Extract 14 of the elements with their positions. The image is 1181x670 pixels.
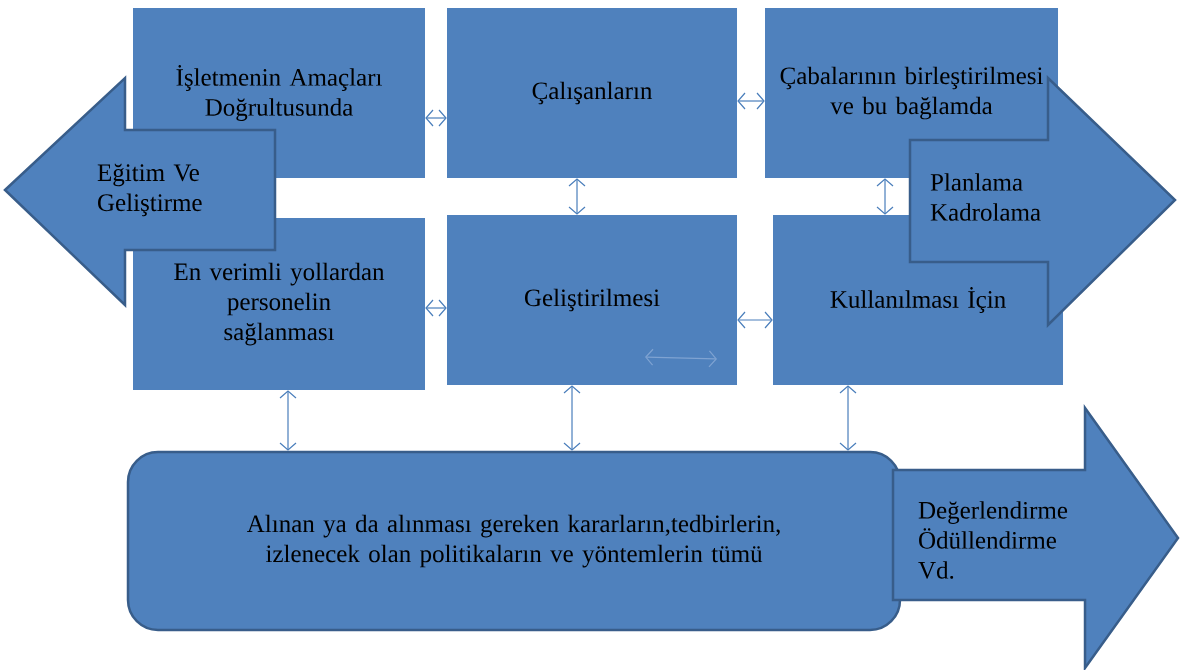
double-arrow — [279, 390, 297, 451]
double-arrow — [737, 311, 773, 329]
rounded-box: Alınan ya da alınması gereken kararların,tedbirlerin, izlenecek olan politikaların ve yöntemlerin tümü — [126, 450, 902, 632]
double-arrow — [737, 92, 765, 110]
double-arrow — [876, 178, 894, 215]
double-arrow — [568, 178, 586, 215]
pointed-banner: Değerlendirme Ödüllendirme Vd. — [891, 404, 1180, 670]
process-box: Çalışanların — [447, 8, 737, 178]
double-arrow — [839, 385, 857, 451]
double-arrow — [425, 109, 447, 127]
process-box: Geliştirilmesi — [447, 215, 737, 385]
double-arrow — [563, 385, 581, 451]
double-arrow — [425, 299, 447, 317]
process-box: En verimli yollardan personelin sağlanması — [133, 218, 425, 390]
